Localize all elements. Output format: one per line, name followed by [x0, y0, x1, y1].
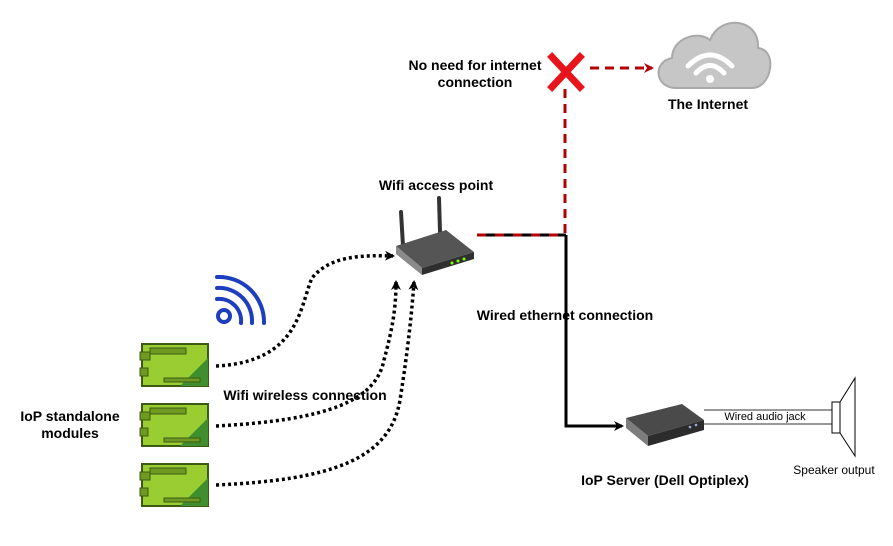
modules-label-line1: IoP standalone — [20, 408, 120, 424]
speaker-icon — [831, 376, 856, 458]
wired-eth-label: Wired ethernet connection — [476, 307, 654, 323]
wifi-signal-icon — [215, 274, 267, 325]
wifi-wireless-label: Wifi wireless connection — [223, 387, 387, 403]
ethernet-link-server — [564, 235, 624, 431]
no-internet-label-line2: connection — [437, 74, 513, 90]
server-label: IoP Server (Dell Optiplex) — [581, 472, 749, 488]
module-board-icon — [139, 403, 209, 447]
wireless-link-3 — [215, 280, 419, 487]
no-internet-label-line1: No need for internet — [408, 57, 542, 73]
router-icon — [396, 196, 474, 275]
wireless-link-1 — [215, 250, 395, 368]
cloud-wifi-icon — [657, 21, 772, 89]
wifi-ap-label: Wifi access point — [378, 177, 494, 193]
server-box-icon — [626, 404, 704, 446]
cross-icon — [547, 52, 585, 92]
internet-label: The Internet — [667, 96, 749, 112]
module-board-icon — [139, 343, 209, 387]
modules-label-line2: modules — [41, 425, 99, 441]
module-board-icon — [139, 463, 209, 507]
speaker-label: Speaker output — [793, 463, 875, 477]
audio-jack-label: Wired audio jack — [724, 411, 806, 423]
wireless-link-2 — [215, 280, 401, 428]
